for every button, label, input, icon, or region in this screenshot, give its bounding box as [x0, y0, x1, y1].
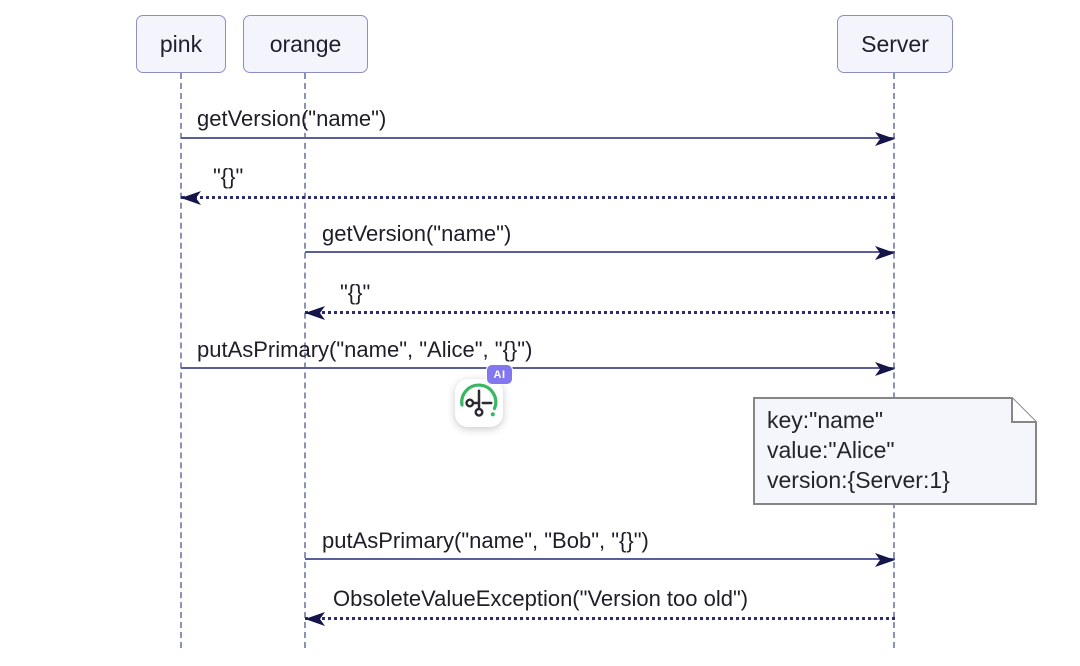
arrowhead-left-icon [305, 612, 325, 626]
participant-pink-label: pink [159, 30, 203, 57]
screenshot-tool-button[interactable] [455, 379, 503, 427]
lifeline-pink [180, 73, 182, 648]
message-line [305, 558, 895, 560]
message-label: getVersion("name") [322, 221, 512, 246]
message-line [305, 617, 895, 620]
message-line [181, 196, 895, 199]
arrowhead-left-icon [305, 306, 325, 320]
participant-server-label: Server [861, 30, 929, 57]
arrowhead-right-icon [875, 553, 895, 567]
message-label: getVersion("name") [197, 106, 387, 131]
message-label: putAsPrimary("name", "Alice", "{}") [197, 337, 533, 362]
participant-pink: pink [136, 15, 226, 73]
message-label: "{}" [340, 280, 371, 305]
participant-orange: orange [243, 15, 368, 73]
scissors-icon [461, 385, 498, 422]
note-line: value:"Alice" [767, 437, 895, 463]
message-line [305, 251, 895, 253]
participant-server: Server [837, 15, 953, 73]
message-line [181, 137, 895, 139]
message-line [305, 311, 895, 314]
note-shape [753, 397, 1037, 505]
note-text: key:"name" value:"Alice" version:{Server… [767, 405, 950, 495]
message-line [181, 367, 895, 369]
note-line: version:{Server:1} [767, 467, 950, 493]
note-box: key:"name" value:"Alice" version:{Server… [753, 397, 1037, 505]
progress-arc-icon [460, 383, 498, 417]
participant-orange-label: orange [269, 30, 342, 57]
arrowhead-left-icon [181, 191, 201, 205]
note-line: key:"name" [767, 407, 884, 433]
arrowhead-right-icon [875, 362, 895, 376]
message-label: "{}" [213, 164, 244, 189]
lifeline-orange [304, 73, 306, 648]
lifeline-server [893, 73, 895, 648]
message-label: putAsPrimary("name", "Bob", "{}") [322, 528, 649, 553]
ai-badge[interactable]: AI [486, 364, 513, 385]
message-label: ObsoleteValueException("Version too old"… [333, 586, 749, 611]
arrowhead-right-icon [875, 132, 895, 146]
arrowhead-right-icon [875, 246, 895, 260]
